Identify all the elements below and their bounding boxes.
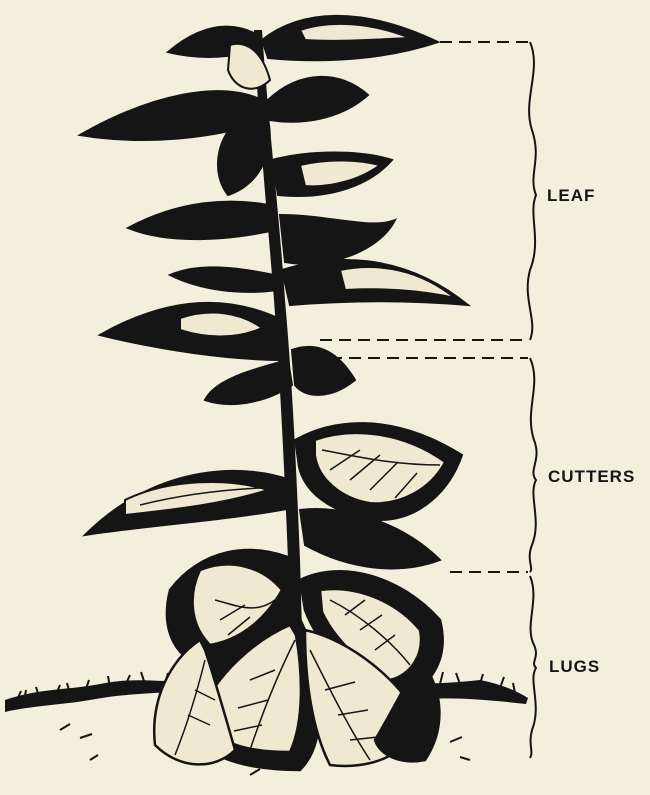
leaf-bracket [528, 42, 536, 340]
lugs-zone-label: LUGS [549, 657, 600, 677]
cutters-bracket [530, 358, 537, 572]
zone-brackets [528, 42, 537, 758]
middle-leaves [85, 303, 462, 569]
lugs-bracket [530, 576, 536, 758]
leaf-zone-label: LEAF [547, 186, 595, 206]
cutters-zone-label: CUTTERS [548, 467, 635, 487]
